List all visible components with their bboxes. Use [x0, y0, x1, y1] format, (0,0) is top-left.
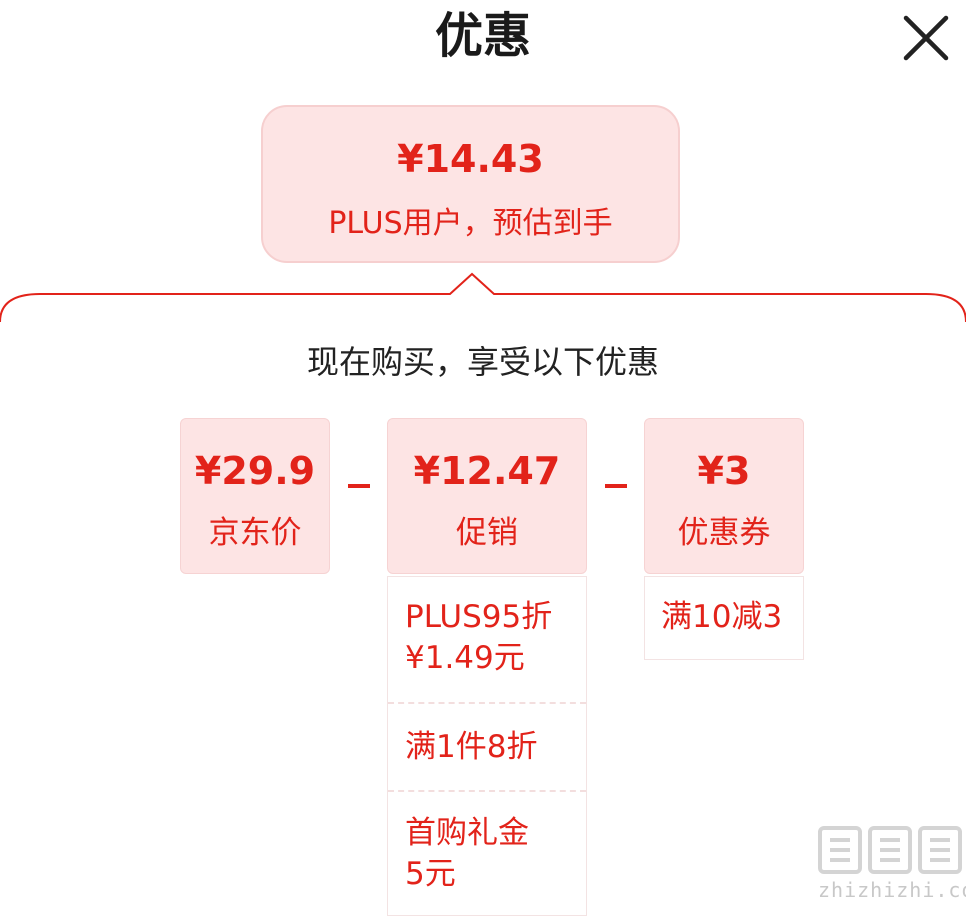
watermark-logo: [818, 826, 962, 874]
jd-price-card: ¥29.9 京东价: [180, 418, 330, 574]
close-icon: [903, 15, 949, 61]
promotion-amount: ¥12.47: [413, 449, 561, 493]
page-title: 优惠: [434, 8, 531, 64]
minus-sign: [348, 484, 370, 488]
jd-price-amount: ¥29.9: [194, 449, 316, 493]
coupon-amount: ¥3: [697, 449, 751, 493]
watermark: zhizhizhi.com: [814, 822, 966, 906]
coupon-item: 满10减3: [661, 599, 783, 635]
close-button[interactable]: [898, 10, 954, 66]
coupon-card: ¥3 优惠券: [644, 418, 804, 574]
coupon-label: 优惠券: [677, 515, 771, 551]
divider: [388, 790, 586, 792]
jd-price-label: 京东价: [208, 515, 302, 551]
coupon-detail-list: 满10减3: [644, 576, 804, 660]
promotion-item-plus-discount: PLUS95折 ¥1.49元: [388, 597, 586, 679]
promotion-detail-list: PLUS95折 ¥1.49元 满1件8折 首购礼金 5元: [387, 576, 587, 916]
estimated-price: ¥14.43: [397, 137, 544, 181]
promotion-item-line: PLUS95折: [405, 599, 553, 635]
estimated-price-label: PLUS用户，预估到手: [328, 206, 613, 241]
breakdown-panel-outline: [0, 272, 966, 323]
promotion-item-first-purchase: 首购礼金 5元: [388, 813, 586, 895]
promotion-item-full-discount: 满1件8折: [405, 729, 538, 765]
watermark-text: zhizhizhi.com: [818, 878, 966, 902]
promotion-item-line: ¥1.49元: [405, 640, 525, 676]
promotion-item-line: 5元: [405, 856, 456, 892]
estimated-price-box: ¥14.43 PLUS用户，预估到手: [261, 105, 680, 263]
promotion-item-line: 首购礼金: [405, 815, 529, 851]
promotion-card: ¥12.47 促销: [387, 418, 587, 574]
divider: [388, 702, 586, 704]
promotion-label: 促销: [456, 515, 518, 551]
breakdown-subtitle: 现在购买，享受以下优惠: [306, 343, 659, 381]
minus-sign: [605, 484, 627, 488]
